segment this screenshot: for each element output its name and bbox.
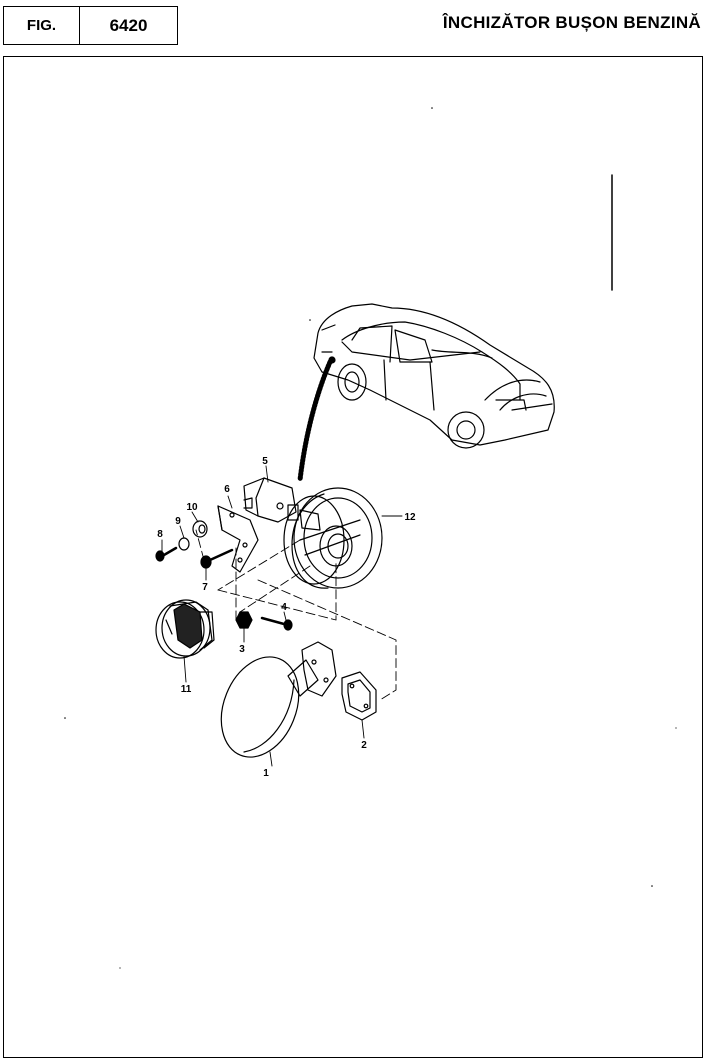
screw-washer-grommet-set: [155, 520, 208, 562]
callout-6: 6: [224, 484, 230, 495]
door-hinge-plate: [301, 641, 337, 697]
bolt-7: [200, 548, 234, 569]
callout-8: 8: [157, 529, 163, 540]
callout-12: 12: [404, 512, 416, 523]
nut-3: [235, 611, 253, 629]
callout-1: 1: [263, 768, 269, 779]
car-reference-sketch: [313, 303, 555, 449]
fig-number: 6420: [109, 15, 148, 35]
fuel-door-actuator: [243, 477, 297, 523]
location-pointer-arrow: [297, 359, 333, 483]
scan-specks: [64, 107, 677, 969]
fuel-cap: [155, 599, 215, 659]
screw-4: [260, 616, 293, 631]
callout-2: 2: [361, 740, 367, 751]
fig-number-box: 6420: [80, 6, 178, 45]
callout-4: 4: [281, 602, 287, 613]
callout-9: 9: [175, 516, 181, 527]
fuel-door-panel: [220, 656, 319, 758]
drawing-frame: [3, 56, 703, 1058]
callout-10: 10: [186, 502, 198, 513]
callout-5: 5: [262, 456, 268, 467]
door-gasket: [341, 671, 377, 721]
callout-7: 7: [202, 582, 208, 593]
fig-label: FIG.: [26, 17, 57, 34]
callout-3: 3: [239, 644, 245, 655]
fig-label-box: FIG.: [3, 6, 80, 45]
page-title: ÎNCHIZĂTOR BUȘON BENZINĂ: [442, 13, 701, 32]
mounting-bracket: [217, 505, 259, 573]
callout-11: 11: [181, 684, 192, 695]
callout-leaders: [161, 465, 403, 767]
assembly-guide-lines: [195, 529, 397, 701]
